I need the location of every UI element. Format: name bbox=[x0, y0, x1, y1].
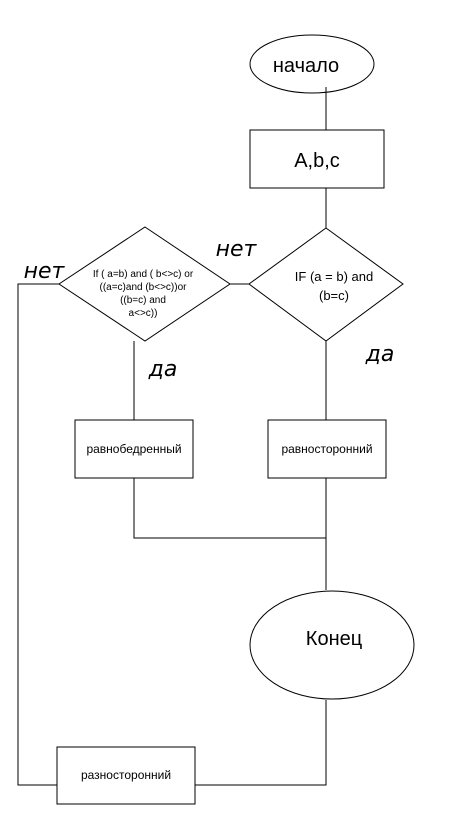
input-label: A,b,c bbox=[294, 150, 340, 172]
connector-scalene-end bbox=[195, 700, 327, 786]
isosceles-box bbox=[74, 419, 194, 479]
equilateral-label: равносторонний bbox=[281, 442, 372, 456]
connector-cond2-scalene bbox=[17, 283, 59, 786]
label-no-right: нет bbox=[216, 237, 258, 262]
scalene-label: разносторонний bbox=[81, 768, 171, 782]
equilateral-box bbox=[267, 419, 387, 479]
decision-isosceles-line-1: If ( a=b) and ( b<>c) or bbox=[93, 269, 194, 280]
connector-isosceles-merge bbox=[133, 478, 326, 539]
decision-isosceles bbox=[58, 226, 231, 342]
decision-isosceles-line-3: ((b=c) and bbox=[120, 295, 166, 306]
label-yes-left: да bbox=[148, 357, 178, 382]
connectors bbox=[17, 87, 327, 786]
input-box bbox=[249, 129, 385, 189]
start-terminal bbox=[249, 34, 375, 94]
end-label: Конец bbox=[306, 628, 362, 650]
scalene-box bbox=[56, 746, 196, 805]
decision-equilateral-line-1: IF (a = b) and bbox=[295, 269, 373, 284]
label-no-left: нет bbox=[24, 259, 66, 284]
end-terminal bbox=[249, 590, 415, 700]
isosceles-label: равнобедренный bbox=[86, 442, 181, 456]
decision-equilateral-line-2: (b=c) bbox=[319, 288, 349, 303]
start-label: начало bbox=[273, 55, 339, 77]
decision-equilateral bbox=[248, 227, 404, 342]
decision-isosceles-line-2: ((a=c)and (b<>c))or bbox=[100, 282, 188, 293]
label-yes-right: да bbox=[365, 342, 395, 367]
decision-isosceles-line-4: a<>c)) bbox=[129, 308, 158, 319]
